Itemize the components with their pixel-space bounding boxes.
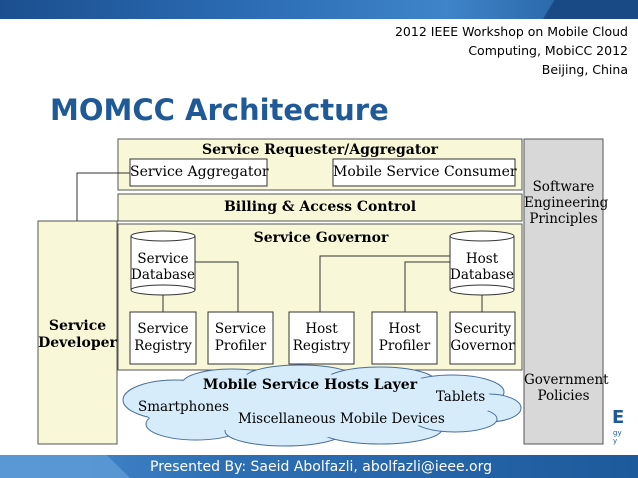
host-profiler-label: Host Profiler — [372, 321, 437, 355]
hosts-layer-label: Mobile Service Hosts Layer — [202, 377, 418, 393]
service-developer-line-1: Service — [48, 318, 107, 334]
host-registry-label: Host Registry — [289, 321, 354, 355]
host-database-line-2: Database — [450, 267, 514, 283]
billing-access-control-label: Billing & Access Control — [223, 199, 417, 215]
security-governor-line-2: Governor — [450, 338, 515, 354]
service-database-line-2: Database — [131, 267, 195, 283]
host-profiler-box — [371, 311, 438, 365]
policies-panel — [523, 138, 604, 445]
security-governor-box — [449, 311, 516, 365]
host-database-line-1: Host — [465, 251, 499, 267]
footer-presenter: Presented By: Saeid Abolfazli, abolfazli… — [150, 459, 492, 475]
service-registry-line-2: Registry — [134, 338, 192, 354]
side-logo-letter: E — [612, 407, 625, 428]
software-engineering-label: Software Engineering Principles — [524, 179, 609, 227]
bottom-banner — [0, 455, 638, 478]
service-database-cylinder — [130, 230, 196, 296]
service-db-to-profiler — [195, 261, 239, 312]
mobile-service-consumer-box — [332, 158, 516, 187]
service-aggregator-label: Service Aggregator — [130, 164, 269, 180]
government-policies-line-1: Government — [524, 372, 609, 388]
developer-connector — [76, 172, 130, 221]
requester-aggregator-label: Service Requester/Aggregator — [201, 142, 439, 158]
slide-title: MOMCC Architecture — [50, 93, 389, 127]
service-developer-box — [37, 220, 118, 445]
mobile-service-consumer-label: Mobile Service Consumer — [333, 164, 517, 180]
tablets-label: Tablets — [435, 389, 486, 405]
side-logo-area — [612, 407, 626, 447]
conference-line-3: Beijing, China — [541, 62, 628, 77]
security-governor-line-1: Security — [453, 321, 512, 337]
government-policies-label: Government Policies — [524, 372, 609, 404]
service-profiler-line-1: Service — [214, 321, 267, 337]
bottom-banner-accent — [0, 455, 130, 478]
software-engineering-line-2: Engineering — [524, 195, 609, 211]
smartphones-label: Smartphones — [138, 399, 230, 415]
billing-access-control-box — [117, 193, 523, 222]
host-registry-line-2: Registry — [292, 338, 351, 354]
service-database-label: Service Database — [131, 251, 195, 283]
host-registry-line-1: Host — [305, 321, 338, 337]
service-profiler-box — [207, 311, 274, 365]
service-registry-label: Service Registry — [130, 321, 196, 355]
top-banner-accent — [543, 0, 638, 19]
conference-line-2: Computing, MobiCC 2012 — [468, 43, 628, 58]
cloud-fill — [145, 372, 495, 438]
host-database-cylinder — [449, 230, 515, 296]
top-banner — [0, 0, 638, 19]
host-database-label: Host Database — [450, 251, 514, 283]
service-profiler-line-2: Profiler — [214, 338, 267, 354]
service-developer-label: Service Developer — [38, 318, 117, 352]
misc-devices-label: Miscellaneous Mobile Devices — [238, 411, 445, 427]
conference-line-1: 2012 IEEE Workshop on Mobile Cloud — [394, 24, 628, 39]
service-governor-label: Service Governor — [253, 230, 389, 246]
software-engineering-line-3: Principles — [529, 211, 598, 227]
service-developer-line-2: Developer — [38, 335, 117, 351]
service-registry-box — [129, 311, 197, 365]
host-db-to-registry — [319, 255, 450, 312]
service-profiler-label: Service Profiler — [208, 321, 273, 355]
service-registry-line-1: Service — [137, 321, 189, 337]
side-logo-small-text: gy y — [613, 429, 622, 445]
government-policies-line-2: Policies — [537, 388, 590, 404]
host-db-to-profiler — [404, 261, 450, 312]
host-registry-box — [288, 311, 355, 365]
host-profiler-line-1: Host — [388, 321, 421, 337]
software-engineering-line-1: Software — [532, 179, 595, 195]
service-database-line-1: Service — [137, 251, 189, 267]
security-governor-label: Security Governor — [450, 321, 515, 355]
host-profiler-line-2: Profiler — [378, 338, 431, 354]
